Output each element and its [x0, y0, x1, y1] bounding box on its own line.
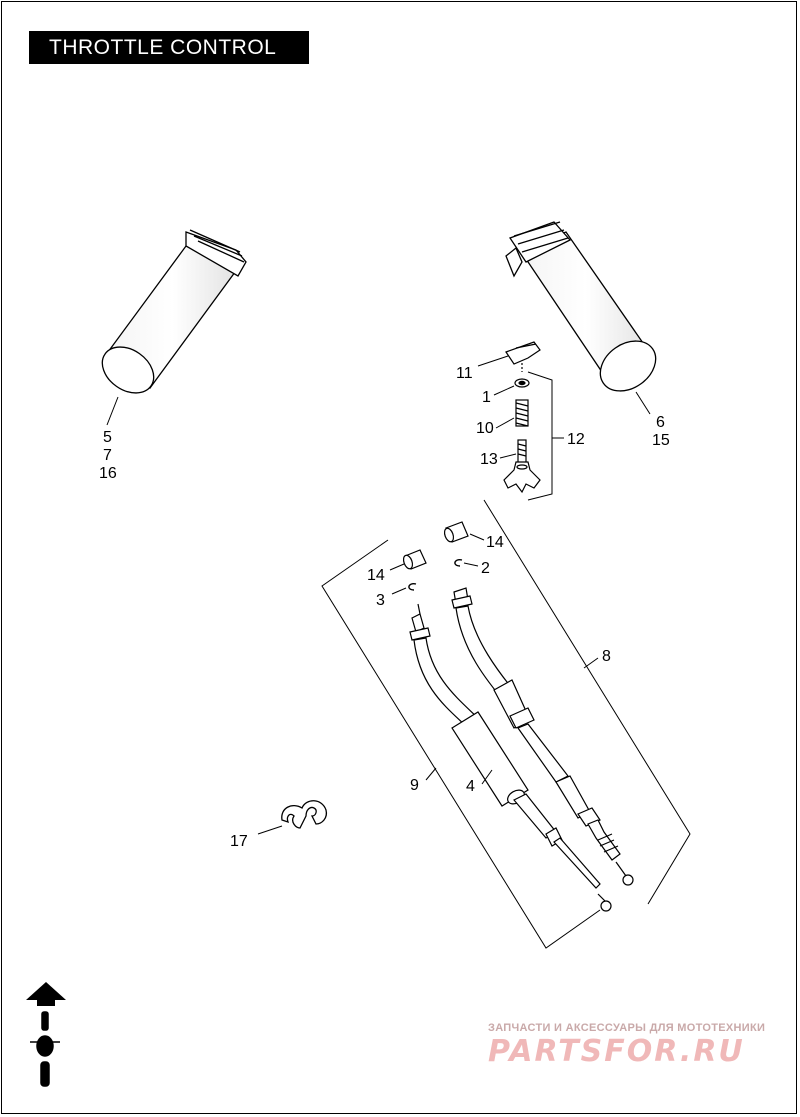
forward-arrow-icon: [26, 982, 66, 1006]
callout-17: 17: [230, 833, 248, 850]
callout-7: 7: [103, 447, 112, 464]
callout-14-upper: 14: [486, 534, 504, 551]
cable-clip: [281, 800, 328, 829]
left-grip: [101, 229, 247, 394]
page-title: THROTTLE CONTROL: [29, 31, 309, 64]
callout-13: 13: [480, 451, 498, 468]
clips: [408, 558, 463, 591]
callout-3: 3: [376, 592, 385, 609]
throttle-cable-open: [451, 587, 634, 886]
callout-8: 8: [602, 648, 611, 665]
ferrules: [402, 521, 469, 570]
callout-15: 15: [652, 432, 670, 449]
right-grip: [505, 221, 657, 392]
watermark-brand: PARTSFOR.RU: [488, 1034, 745, 1069]
callout-11: 11: [456, 365, 473, 382]
callout-5: 5: [103, 429, 112, 446]
watermark-tagline: ЗАПЧАСТИ И АКСЕССУАРЫ ДЛЯ МОТОТЕХНИКИ: [488, 1022, 766, 1034]
callout-4: 4: [466, 778, 475, 795]
callout-10: 10: [476, 420, 494, 437]
callout-1: 1: [482, 389, 491, 406]
callout-12: 12: [567, 431, 585, 448]
friction-assembly: [503, 341, 541, 494]
motorcycle-topview-icon: [30, 1011, 60, 1087]
callout-14-lower: 14: [367, 567, 385, 584]
callout-9: 9: [410, 777, 419, 794]
callout-16: 16: [99, 465, 117, 482]
callout-6: 6: [656, 414, 665, 431]
callout-2: 2: [481, 560, 490, 577]
throttle-cable-idle: [409, 603, 612, 912]
